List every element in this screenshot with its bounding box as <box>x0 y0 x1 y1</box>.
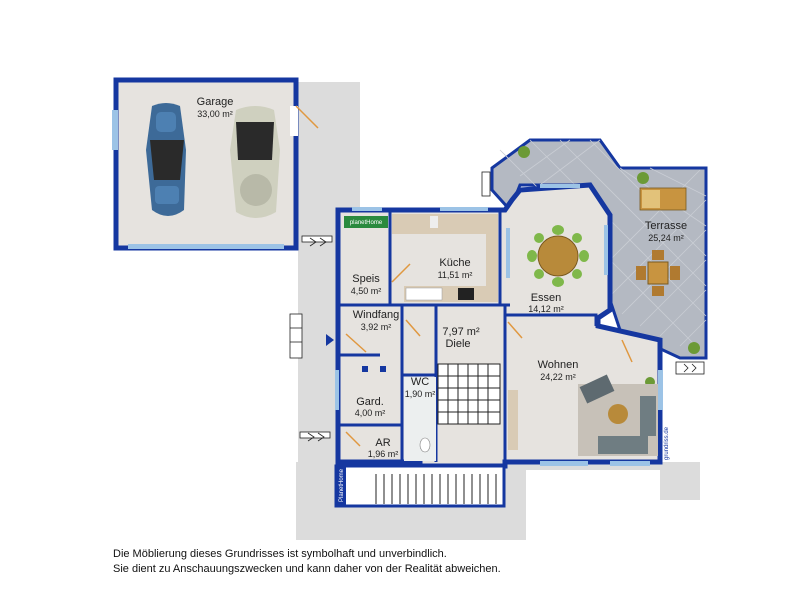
essen-area: 14,12 m² <box>528 304 564 314</box>
planethome-badge-text: planetHome <box>350 220 383 226</box>
exterior-stairs <box>334 464 506 508</box>
wc-name: WC <box>411 376 429 388</box>
speis-door <box>391 263 411 283</box>
staircase <box>437 363 501 425</box>
column-marker <box>362 366 368 372</box>
side-door-arrow-icon <box>299 431 331 442</box>
terrace-door <box>621 339 633 363</box>
wohnen-shelf <box>508 390 518 450</box>
speis-name: Speis <box>352 273 380 285</box>
terrace-stairs <box>481 171 705 375</box>
windfang-area: 3,92 m² <box>361 322 392 332</box>
disclaimer-line-1: Die Möblierung dieses Grundrisses ist sy… <box>113 548 447 560</box>
sunlounger-icon <box>639 187 687 211</box>
windfang-name: Windfang <box>353 309 399 321</box>
dining-table-icon <box>527 225 589 287</box>
column-marker <box>380 366 386 372</box>
ar-area: 1,96 m² <box>368 449 399 459</box>
terrasse-name: Terrasse <box>645 220 687 232</box>
planethome-badge <box>344 216 388 228</box>
terrasse-area: 25,24 m² <box>648 233 684 243</box>
sofa-set-icon <box>578 374 658 456</box>
terrace-table-icon <box>636 250 680 296</box>
blue-car-icon <box>146 103 186 216</box>
garage-area: 33,00 m² <box>197 109 233 119</box>
grundriss-watermark: grundriss.de <box>664 426 670 460</box>
wohnen-area: 24,22 m² <box>540 372 576 382</box>
entrance-arrow-icon <box>326 334 334 346</box>
disclaimer-line-2: Sie dient zu Anschauungszwecken und kann… <box>113 563 501 575</box>
kitchen-counter <box>392 214 498 302</box>
essen-name: Essen <box>531 292 562 304</box>
toilet-icon <box>419 437 431 453</box>
silver-car-icon <box>230 106 280 218</box>
ar-name: AR <box>375 437 390 449</box>
kueche-name: Küche <box>439 257 470 269</box>
diele-area: 7,97 m² <box>442 326 480 338</box>
entrance-stairs <box>289 313 303 359</box>
ar-door <box>345 431 361 447</box>
planethome-side-watermark: PlanetHome <box>339 468 345 502</box>
wohnen-door <box>507 321 523 339</box>
wc-area: 1,90 m² <box>405 389 436 399</box>
wohnen-name: Wohnen <box>538 359 579 371</box>
door-arrow-icon <box>301 235 333 247</box>
entrance-door <box>345 333 367 353</box>
gard-area: 4,00 m² <box>355 408 386 418</box>
diele-name: Diele <box>445 338 470 350</box>
kueche-area: 11,51 m² <box>438 270 473 280</box>
gard-name: Gard. <box>356 396 384 408</box>
diele-door <box>405 319 421 337</box>
speis-area: 4,50 m² <box>351 286 382 296</box>
garage-name: Garage <box>197 96 234 108</box>
disclaimer: Die Möblierung dieses Grundrisses ist sy… <box>113 547 501 577</box>
